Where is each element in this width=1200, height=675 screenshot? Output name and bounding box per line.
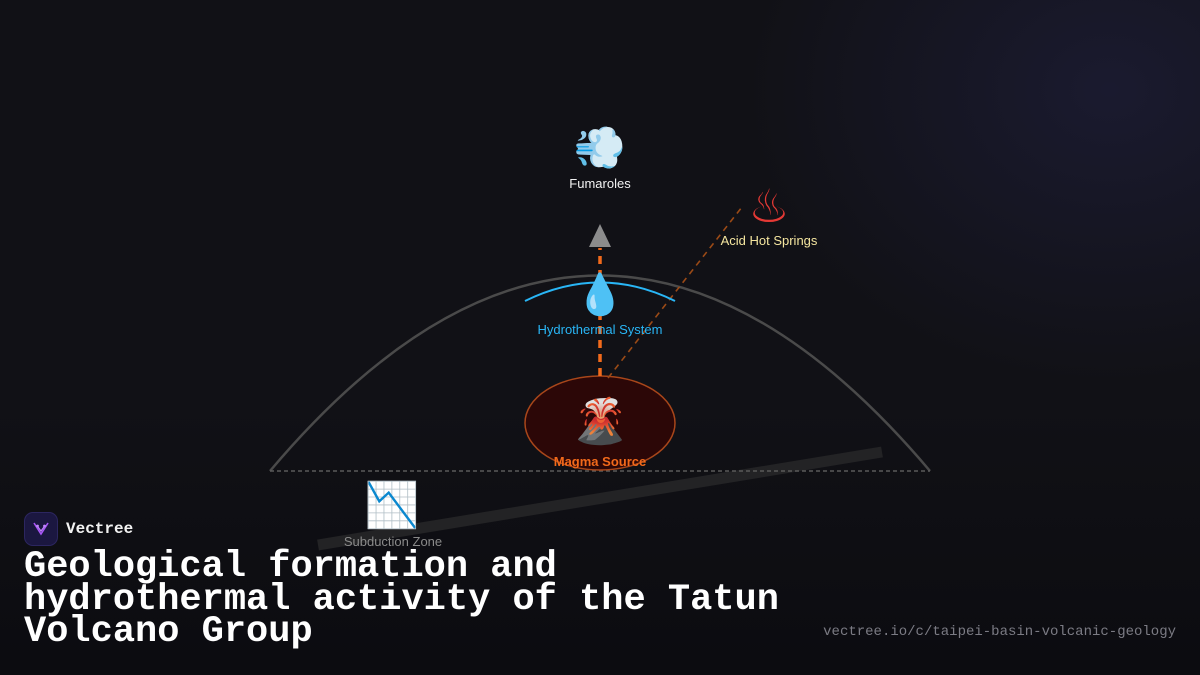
vent-arrow bbox=[589, 224, 611, 247]
hydrothermal-system-label: Hydrothermal System bbox=[538, 322, 663, 337]
spring-conduit bbox=[607, 206, 743, 379]
volcano-icon: 🌋 bbox=[573, 396, 628, 447]
hot-springs-icon: ♨ bbox=[748, 179, 789, 233]
subduction-slab bbox=[317, 446, 883, 551]
brand: Vectree bbox=[24, 512, 133, 546]
source-url[interactable]: vectree.io/c/taipei-basin-volcanic-geolo… bbox=[823, 624, 1176, 640]
droplet-icon: 💧 bbox=[575, 271, 625, 318]
acid-hot-springs-label: Acid Hot Springs bbox=[721, 233, 818, 248]
hydrothermal-arc bbox=[524, 281, 676, 302]
chart-decreasing-icon: 📉 bbox=[365, 480, 420, 531]
magma-source-label: Magma Source bbox=[554, 454, 646, 469]
brand-name: Vectree bbox=[66, 520, 134, 538]
subduction-zone-label: Subduction Zone bbox=[344, 534, 442, 549]
vectree-logo-icon bbox=[24, 512, 58, 546]
fumaroles-label: Fumaroles bbox=[569, 176, 631, 191]
page-title: Geological formation and hydrothermal ac… bbox=[24, 546, 779, 653]
dash-wind-icon: 💨 bbox=[574, 123, 626, 172]
